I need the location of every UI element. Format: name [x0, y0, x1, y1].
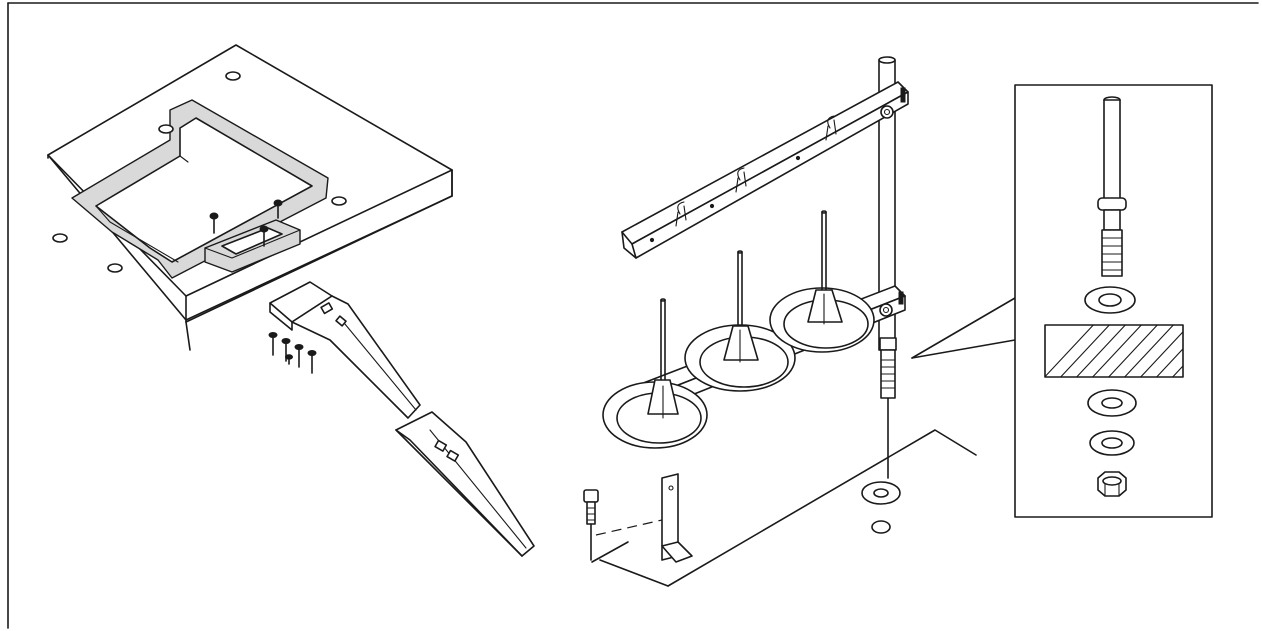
stand-bracket-lower: [395, 411, 535, 557]
mounting-plate: [204, 219, 301, 273]
floor-outline: [591, 429, 977, 587]
support-bracket: [661, 473, 693, 563]
bracket-bolt: [583, 489, 663, 561]
detail-lower-washer: [1087, 389, 1137, 417]
machine-cutout: [71, 99, 329, 279]
detail-nut: [1097, 471, 1127, 497]
detail-spring-washer: [1089, 430, 1135, 456]
top-arm: [621, 81, 909, 259]
pole-threaded-end: [861, 337, 901, 534]
spool-plate-2: [684, 250, 796, 392]
detail-inset: [1014, 84, 1213, 518]
detail-upper-washer: [1084, 286, 1136, 314]
thread-guides: [649, 115, 837, 243]
table-holes: [52, 71, 347, 273]
detail-table-section: [1044, 324, 1184, 378]
main-pole: [878, 56, 896, 351]
detail-callout-lines: [911, 297, 1016, 359]
stand-bracket-upper: [269, 281, 421, 419]
bracket-screws: [268, 332, 317, 374]
plate-screws: [209, 199, 283, 247]
spool-plate-1: [602, 298, 708, 449]
figure-frame: [7, 2, 1259, 629]
detail-rod: [1097, 96, 1127, 277]
spool-plate-3: [769, 210, 875, 353]
